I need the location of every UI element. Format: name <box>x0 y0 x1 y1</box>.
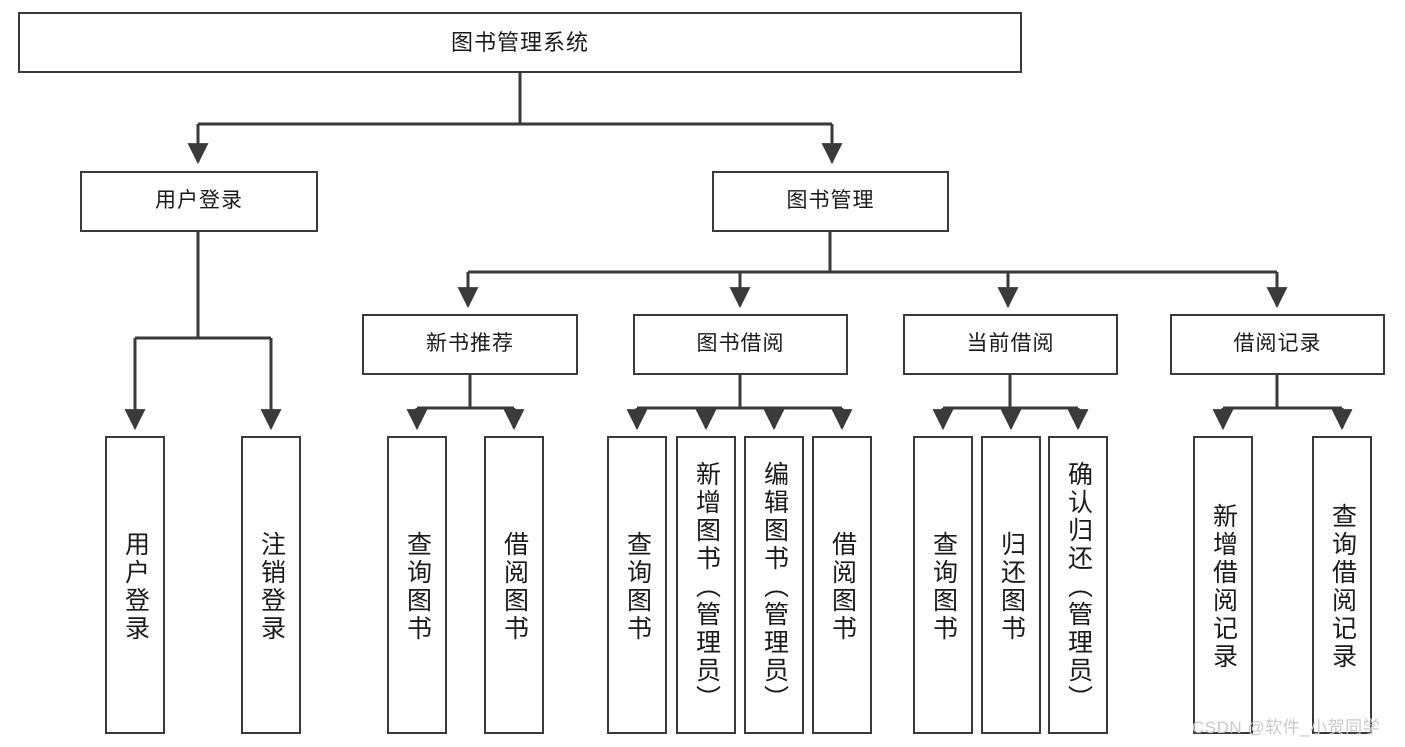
node-label: 借阅图书 <box>500 531 529 643</box>
node-new-book-recommend[interactable]: 新书推荐 <box>362 314 578 375</box>
node-label: 当前借阅 <box>966 332 1055 356</box>
node-label: 编辑图书（管理员） <box>760 461 789 713</box>
node-label: 新增借阅记录 <box>1209 503 1238 671</box>
node-label: 借阅记录 <box>1233 332 1322 356</box>
watermark: CSDN @软件_小贺同学 <box>1192 718 1381 737</box>
node-label: 确认归还（管理员） <box>1064 461 1093 713</box>
node-label: 用户登录 <box>155 189 243 213</box>
node-label: 归还图书 <box>997 531 1026 643</box>
node-label: 查询图书 <box>929 531 958 643</box>
node-book-management[interactable]: 图书管理 <box>712 171 949 232</box>
node-current-borrow[interactable]: 当前借阅 <box>903 314 1118 375</box>
leaf-edit-book-admin[interactable]: 编辑图书（管理员） <box>744 436 804 734</box>
node-label: 新书推荐 <box>426 332 514 356</box>
node-root-system[interactable]: 图书管理系统 <box>18 12 1022 73</box>
node-label: 查询借阅记录 <box>1328 503 1357 671</box>
node-label: 借阅图书 <box>828 531 857 643</box>
node-borrow-records[interactable]: 借阅记录 <box>1170 314 1385 375</box>
node-book-borrow[interactable]: 图书借阅 <box>633 314 848 375</box>
leaf-query-borrow-record[interactable]: 查询借阅记录 <box>1312 436 1372 734</box>
node-label: 查询图书 <box>623 531 652 643</box>
node-label: 图书借阅 <box>696 332 785 356</box>
leaf-add-book-admin[interactable]: 新增图书（管理员） <box>676 436 736 734</box>
node-label: 用户登录 <box>121 531 150 643</box>
leaf-user-login[interactable]: 用户登录 <box>105 436 165 734</box>
node-user-login[interactable]: 用户登录 <box>80 171 318 232</box>
leaf-return-book[interactable]: 归还图书 <box>981 436 1041 734</box>
leaf-query-book-current[interactable]: 查询图书 <box>913 436 973 734</box>
leaf-query-book-recommend[interactable]: 查询图书 <box>387 436 447 734</box>
leaf-borrow-book-recommend[interactable]: 借阅图书 <box>484 436 544 734</box>
node-label: 查询图书 <box>403 531 432 643</box>
node-label: 图书管理 <box>786 189 875 213</box>
node-label: 注销登录 <box>257 531 286 643</box>
leaf-confirm-return-admin[interactable]: 确认归还（管理员） <box>1048 436 1108 734</box>
node-label: 新增图书（管理员） <box>692 461 721 713</box>
leaf-logout[interactable]: 注销登录 <box>241 436 301 734</box>
leaf-add-borrow-record[interactable]: 新增借阅记录 <box>1193 436 1253 734</box>
leaf-query-book-borrow[interactable]: 查询图书 <box>607 436 667 734</box>
node-label: 图书管理系统 <box>450 29 589 55</box>
leaf-borrow-book[interactable]: 借阅图书 <box>812 436 872 734</box>
